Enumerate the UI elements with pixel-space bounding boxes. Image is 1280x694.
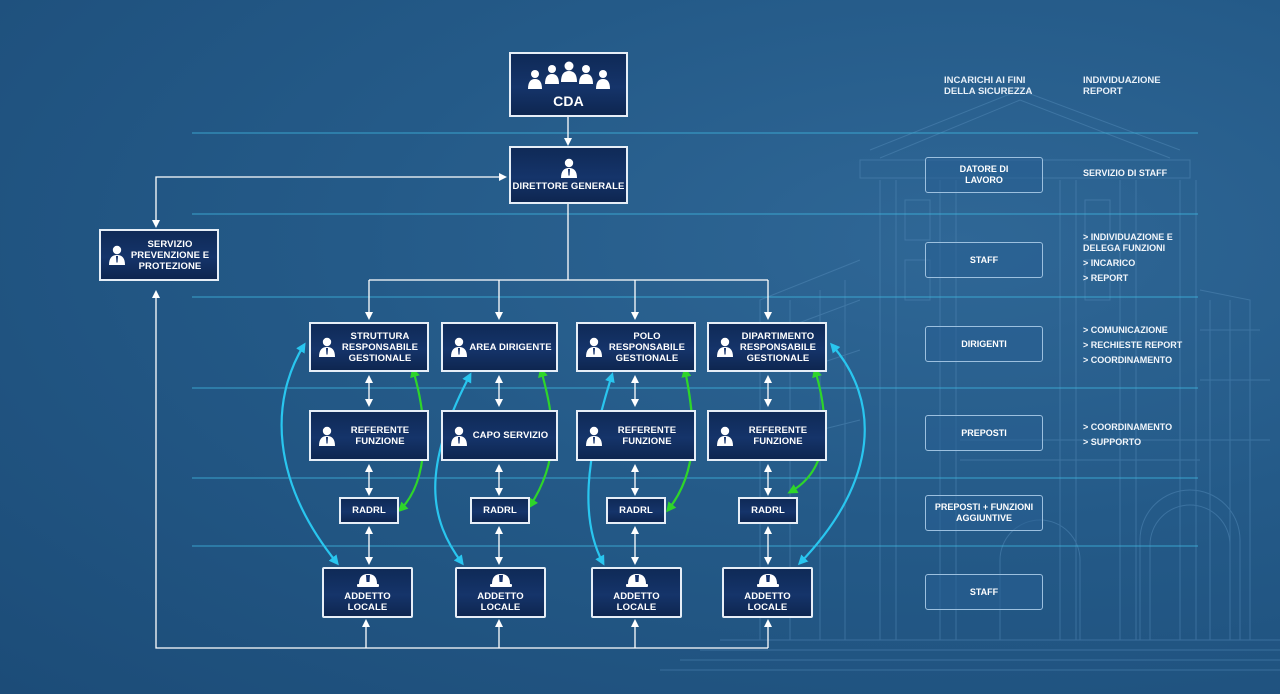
mid-node-capo-servizio[interactable]: CAPO SERVIZIO bbox=[441, 410, 558, 461]
radrl-node[interactable]: RADRL bbox=[738, 497, 798, 524]
radrl-label: RADRL bbox=[751, 505, 785, 516]
report-item: > INDIVIDUAZIONE E DELEGA FUNZIONI bbox=[1083, 232, 1173, 253]
mid-node-label: REFERENTE FUNZIONE bbox=[350, 424, 410, 447]
person-icon bbox=[451, 337, 467, 357]
role-label: STAFF bbox=[969, 254, 999, 265]
role-dirigenti[interactable]: DIRIGENTI bbox=[925, 326, 1043, 362]
top-node-area[interactable]: AREA DIRIGENTE bbox=[441, 322, 558, 372]
addetto-locale-label: ADDETTO LOCALE bbox=[613, 590, 660, 613]
radrl-label: RADRL bbox=[619, 505, 653, 516]
addetto-locale-node[interactable]: ADDETTO LOCALE bbox=[455, 567, 546, 618]
person-icon bbox=[586, 337, 602, 357]
cda-node[interactable]: CDA bbox=[509, 52, 628, 117]
top-node-label: STRUTTURA RESPONSABILE GESTIONALE bbox=[341, 330, 419, 364]
person-icon bbox=[319, 426, 335, 446]
report-list-4: > COORDINAMENTO > SUPPORTO bbox=[1083, 422, 1172, 452]
mid-node-referente-2[interactable]: REFERENTE FUNZIONE bbox=[576, 410, 696, 461]
person-icon bbox=[717, 426, 733, 446]
role-preposti-funzioni[interactable]: PREPOSTI + FUNZIONI AGGIUNTIVE bbox=[925, 495, 1043, 531]
addetto-locale-label: ADDETTO LOCALE bbox=[477, 590, 524, 613]
report-list-3: > COMUNICAZIONE > RECHIESTE REPORT > COO… bbox=[1083, 325, 1182, 370]
role-staff[interactable]: STAFF bbox=[925, 242, 1043, 278]
mid-node-label: REFERENTE FUNZIONE bbox=[748, 424, 808, 447]
addetto-locale-node[interactable]: ADDETTO LOCALE bbox=[322, 567, 413, 618]
report-header: INDIVIDUAZIONE REPORT bbox=[1083, 75, 1161, 97]
report-item: > COORDINAMENTO bbox=[1083, 355, 1173, 365]
mid-node-referente-1[interactable]: REFERENTE FUNZIONE bbox=[309, 410, 429, 461]
report-list-1: SERVIZIO DI STAFF bbox=[1083, 168, 1167, 183]
radrl-label: RADRL bbox=[483, 505, 517, 516]
hard-hat-icon bbox=[625, 573, 648, 587]
addetto-locale-node[interactable]: ADDETTO LOCALE bbox=[591, 567, 682, 618]
report-list-2: > INDIVIDUAZIONE E DELEGA FUNZIONI > INC… bbox=[1083, 232, 1193, 288]
direttore-generale-node[interactable]: DIRETTORE GENERALE bbox=[509, 146, 628, 204]
report-item: > RECHIESTE REPORT bbox=[1083, 340, 1183, 350]
top-node-label: POLO RESPONSABILE GESTIONALE bbox=[608, 330, 686, 364]
report-item: > REPORT bbox=[1083, 273, 1129, 283]
role-staff-bottom[interactable]: STAFF bbox=[925, 574, 1043, 610]
role-label: STAFF bbox=[969, 586, 999, 597]
report-item: > SUPPORTO bbox=[1083, 437, 1142, 447]
mid-node-referente-3[interactable]: REFERENTE FUNZIONE bbox=[707, 410, 827, 461]
person-icon bbox=[717, 337, 733, 357]
top-node-dipartimento[interactable]: DIPARTIMENTO RESPONSABILE GESTIONALE bbox=[707, 322, 827, 372]
top-node-polo[interactable]: POLO RESPONSABILE GESTIONALE bbox=[576, 322, 696, 372]
report-item: > COMUNICAZIONE bbox=[1083, 325, 1168, 335]
radrl-node[interactable]: RADRL bbox=[470, 497, 530, 524]
mid-node-label: REFERENTE FUNZIONE bbox=[617, 424, 677, 447]
person-icon bbox=[451, 426, 467, 446]
addetto-locale-label: ADDETTO LOCALE bbox=[744, 590, 791, 613]
person-icon bbox=[319, 337, 335, 357]
top-node-label: AREA DIRIGENTE bbox=[469, 341, 552, 353]
row-rules bbox=[192, 132, 1198, 547]
hard-hat-icon bbox=[489, 573, 512, 587]
radrl-label: RADRL bbox=[352, 505, 386, 516]
role-label: PREPOSTI + FUNZIONI AGGIUNTIVE bbox=[934, 502, 1034, 523]
spp-node[interactable]: SERVIZIO PREVENZIONE E PROTEZIONE bbox=[99, 229, 219, 281]
person-icon bbox=[109, 245, 125, 265]
board-group-icon bbox=[527, 61, 610, 89]
hard-hat-icon bbox=[356, 573, 379, 587]
incarichi-header: INCARICHI AI FINI DELLA SICUREZZA bbox=[944, 75, 1033, 97]
radrl-node[interactable]: RADRL bbox=[339, 497, 399, 524]
role-label: DIRIGENTI bbox=[961, 338, 1007, 349]
addetto-locale-label: ADDETTO LOCALE bbox=[344, 590, 391, 613]
report-item: SERVIZIO DI STAFF bbox=[1083, 168, 1168, 178]
person-icon bbox=[586, 426, 602, 446]
cda-label: CDA bbox=[553, 92, 584, 109]
mid-node-label: CAPO SERVIZIO bbox=[472, 430, 549, 441]
spp-label: SERVIZIO PREVENZIONE E PROTEZIONE bbox=[130, 238, 210, 272]
role-label: DATORE DI LAVORO bbox=[959, 164, 1009, 185]
addetto-locale-node[interactable]: ADDETTO LOCALE bbox=[722, 567, 813, 618]
hard-hat-icon bbox=[756, 573, 779, 587]
report-item: > COORDINAMENTO bbox=[1083, 422, 1173, 432]
role-label: PREPOSTI bbox=[961, 427, 1007, 438]
direttore-generale-label: DIRETTORE GENERALE bbox=[512, 181, 625, 192]
report-item: > INCARICO bbox=[1083, 258, 1136, 268]
radrl-node[interactable]: RADRL bbox=[606, 497, 666, 524]
role-preposti[interactable]: PREPOSTI bbox=[925, 415, 1043, 451]
role-datore-di-lavoro[interactable]: DATORE DI LAVORO bbox=[925, 157, 1043, 193]
person-icon bbox=[560, 158, 577, 178]
top-node-struttura[interactable]: STRUTTURA RESPONSABILE GESTIONALE bbox=[309, 322, 429, 372]
top-node-label: DIPARTIMENTO RESPONSABILE GESTIONALE bbox=[739, 330, 817, 364]
